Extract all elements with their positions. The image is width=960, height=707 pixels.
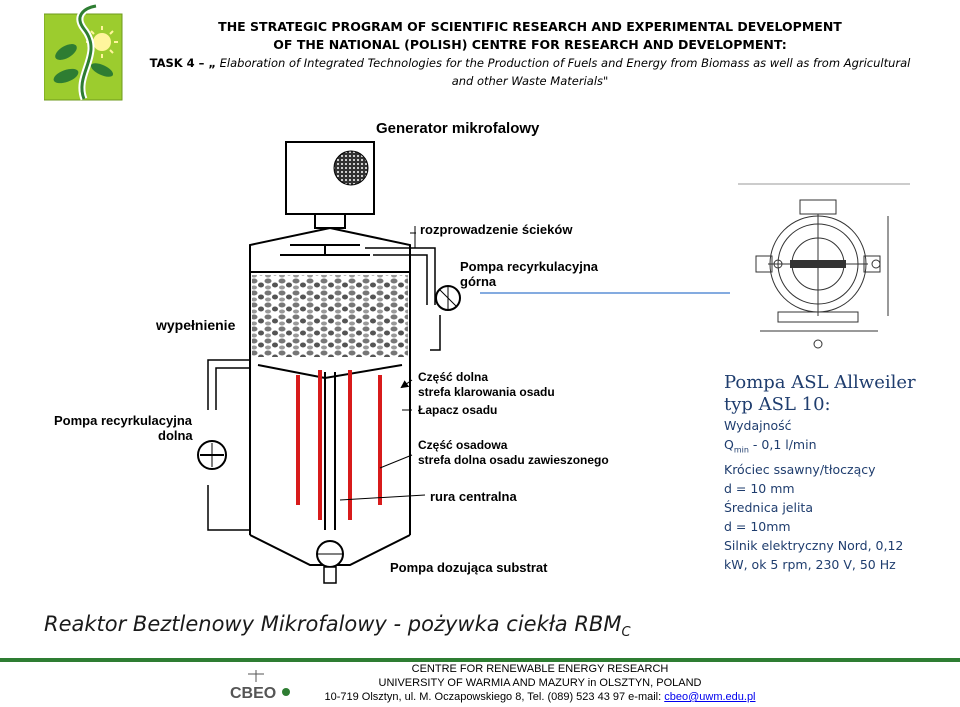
task-label: TASK 4 – „ [149,56,216,70]
header-line-4: and other Waste Materials" [451,74,609,88]
spec-motor-1: Silnik elektryczny Nord, 0,12 [724,537,904,553]
spec-q: Q [724,437,734,452]
label-distribution: rozprowadzenie ścieków [420,222,573,237]
label-upper-pump-1: Pompa recyrkulacyjna [460,259,599,274]
pump-specification: Pompa ASL Allweiler typ ASL 10: Wydajnoś… [724,372,944,574]
spec-title-2: typ ASL 10: [724,394,831,415]
cbeo-logo-icon: CBEO [230,670,290,702]
slide-caption: Reaktor Beztlenowy Mikrofalowy - pożywka… [44,612,631,640]
label-lower-pump-2: dolna [158,428,193,443]
header-line-3: TASK 4 – „ Elaboration of Integrated Tec… [140,54,920,72]
label-filling: wypełnienie [155,317,236,333]
spec-title-1: Pompa ASL Allweiler [724,372,916,393]
label-lower-part-1: Część dolna [418,370,488,384]
spec-capacity-label: Wydajność [724,418,792,433]
spec-casing-value: d = 10mm [724,518,791,534]
label-trap: Łapacz osadu [418,403,497,417]
program-header: THE STRATEGIC PROGRAM OF SCIENTIFIC RESE… [140,18,920,90]
footer-email-link[interactable]: cbeo@uwm.edu.pl [664,691,756,703]
dosing-pump [316,540,344,584]
footer-line-1: CENTRE FOR RENEWABLE ENERGY RESEARCH [411,663,669,675]
pump-technical-drawing [738,183,910,349]
label-generator: Generator mikrofalowy [376,120,540,137]
recirculation-piping [207,247,441,531]
microwave-rods [296,370,382,520]
spec-casing-label: Średnica jelita [724,499,813,515]
label-lower-pump-1: Pompa recyrkulacyjna [54,413,193,428]
label-lower-part-2: strefa klarowania osadu [418,385,555,399]
cbeo-logo-text: CBEO [230,685,276,702]
leader-lines [339,226,426,501]
footer-line-2: UNIVERSITY OF WARMIA AND MAZURY in OLSZT… [378,677,702,689]
label-sediment-2: strefa dolna osadu zawieszonego [418,453,609,467]
footer-address-text: 10-719 Olsztyn, ul. M. Oczapowskiego 8, … [324,691,665,703]
footer-line-3: 10-719 Olsztyn, ul. M. Oczapowskiego 8, … [300,690,780,704]
header-line-2: OF THE NATIONAL (POLISH) CENTRE FOR RESE… [273,37,787,52]
spec-port-value: d = 10 mm [724,480,795,496]
leaf-sun-logo-icon [44,4,123,101]
filling-bed [252,275,408,357]
spec-motor-2: kW, ok 5 rpm, 230 V, 50 Hz [724,556,896,572]
caption-sub: C [621,625,631,641]
label-dosing-pump: Pompa dozująca substrat [390,560,548,575]
footer-divider [0,658,960,662]
footer-address: CENTRE FOR RENEWABLE ENERGY RESEARCH UNI… [300,662,780,704]
task-description: Elaboration of Integrated Technologies f… [219,56,911,70]
pump-rotor [790,260,846,268]
upper-recirculation-pump [435,285,461,311]
spec-q-sub: min [733,445,749,455]
central-pipe [324,372,336,530]
header-line-1: THE STRATEGIC PROGRAM OF SCIENTIFIC RESE… [218,19,842,34]
label-upper-pump-2: górna [460,274,497,289]
spec-q-val: - 0,1 l/min [748,437,817,452]
caption-main: Reaktor Beztlenowy Mikrofalowy - pożywka… [44,612,622,636]
lower-recirculation-pump [197,440,227,470]
spec-capacity-value: Qmin - 0,1 l/min [724,435,944,460]
label-sediment-1: Część osadowa [418,438,508,452]
reactor-diagram: Generator mikrofalowy [54,120,730,584]
spec-port-label: Króciec ssawny/tłoczący [724,461,876,477]
microwave-generator [285,141,375,229]
label-central-pipe: rura centralna [430,489,517,504]
